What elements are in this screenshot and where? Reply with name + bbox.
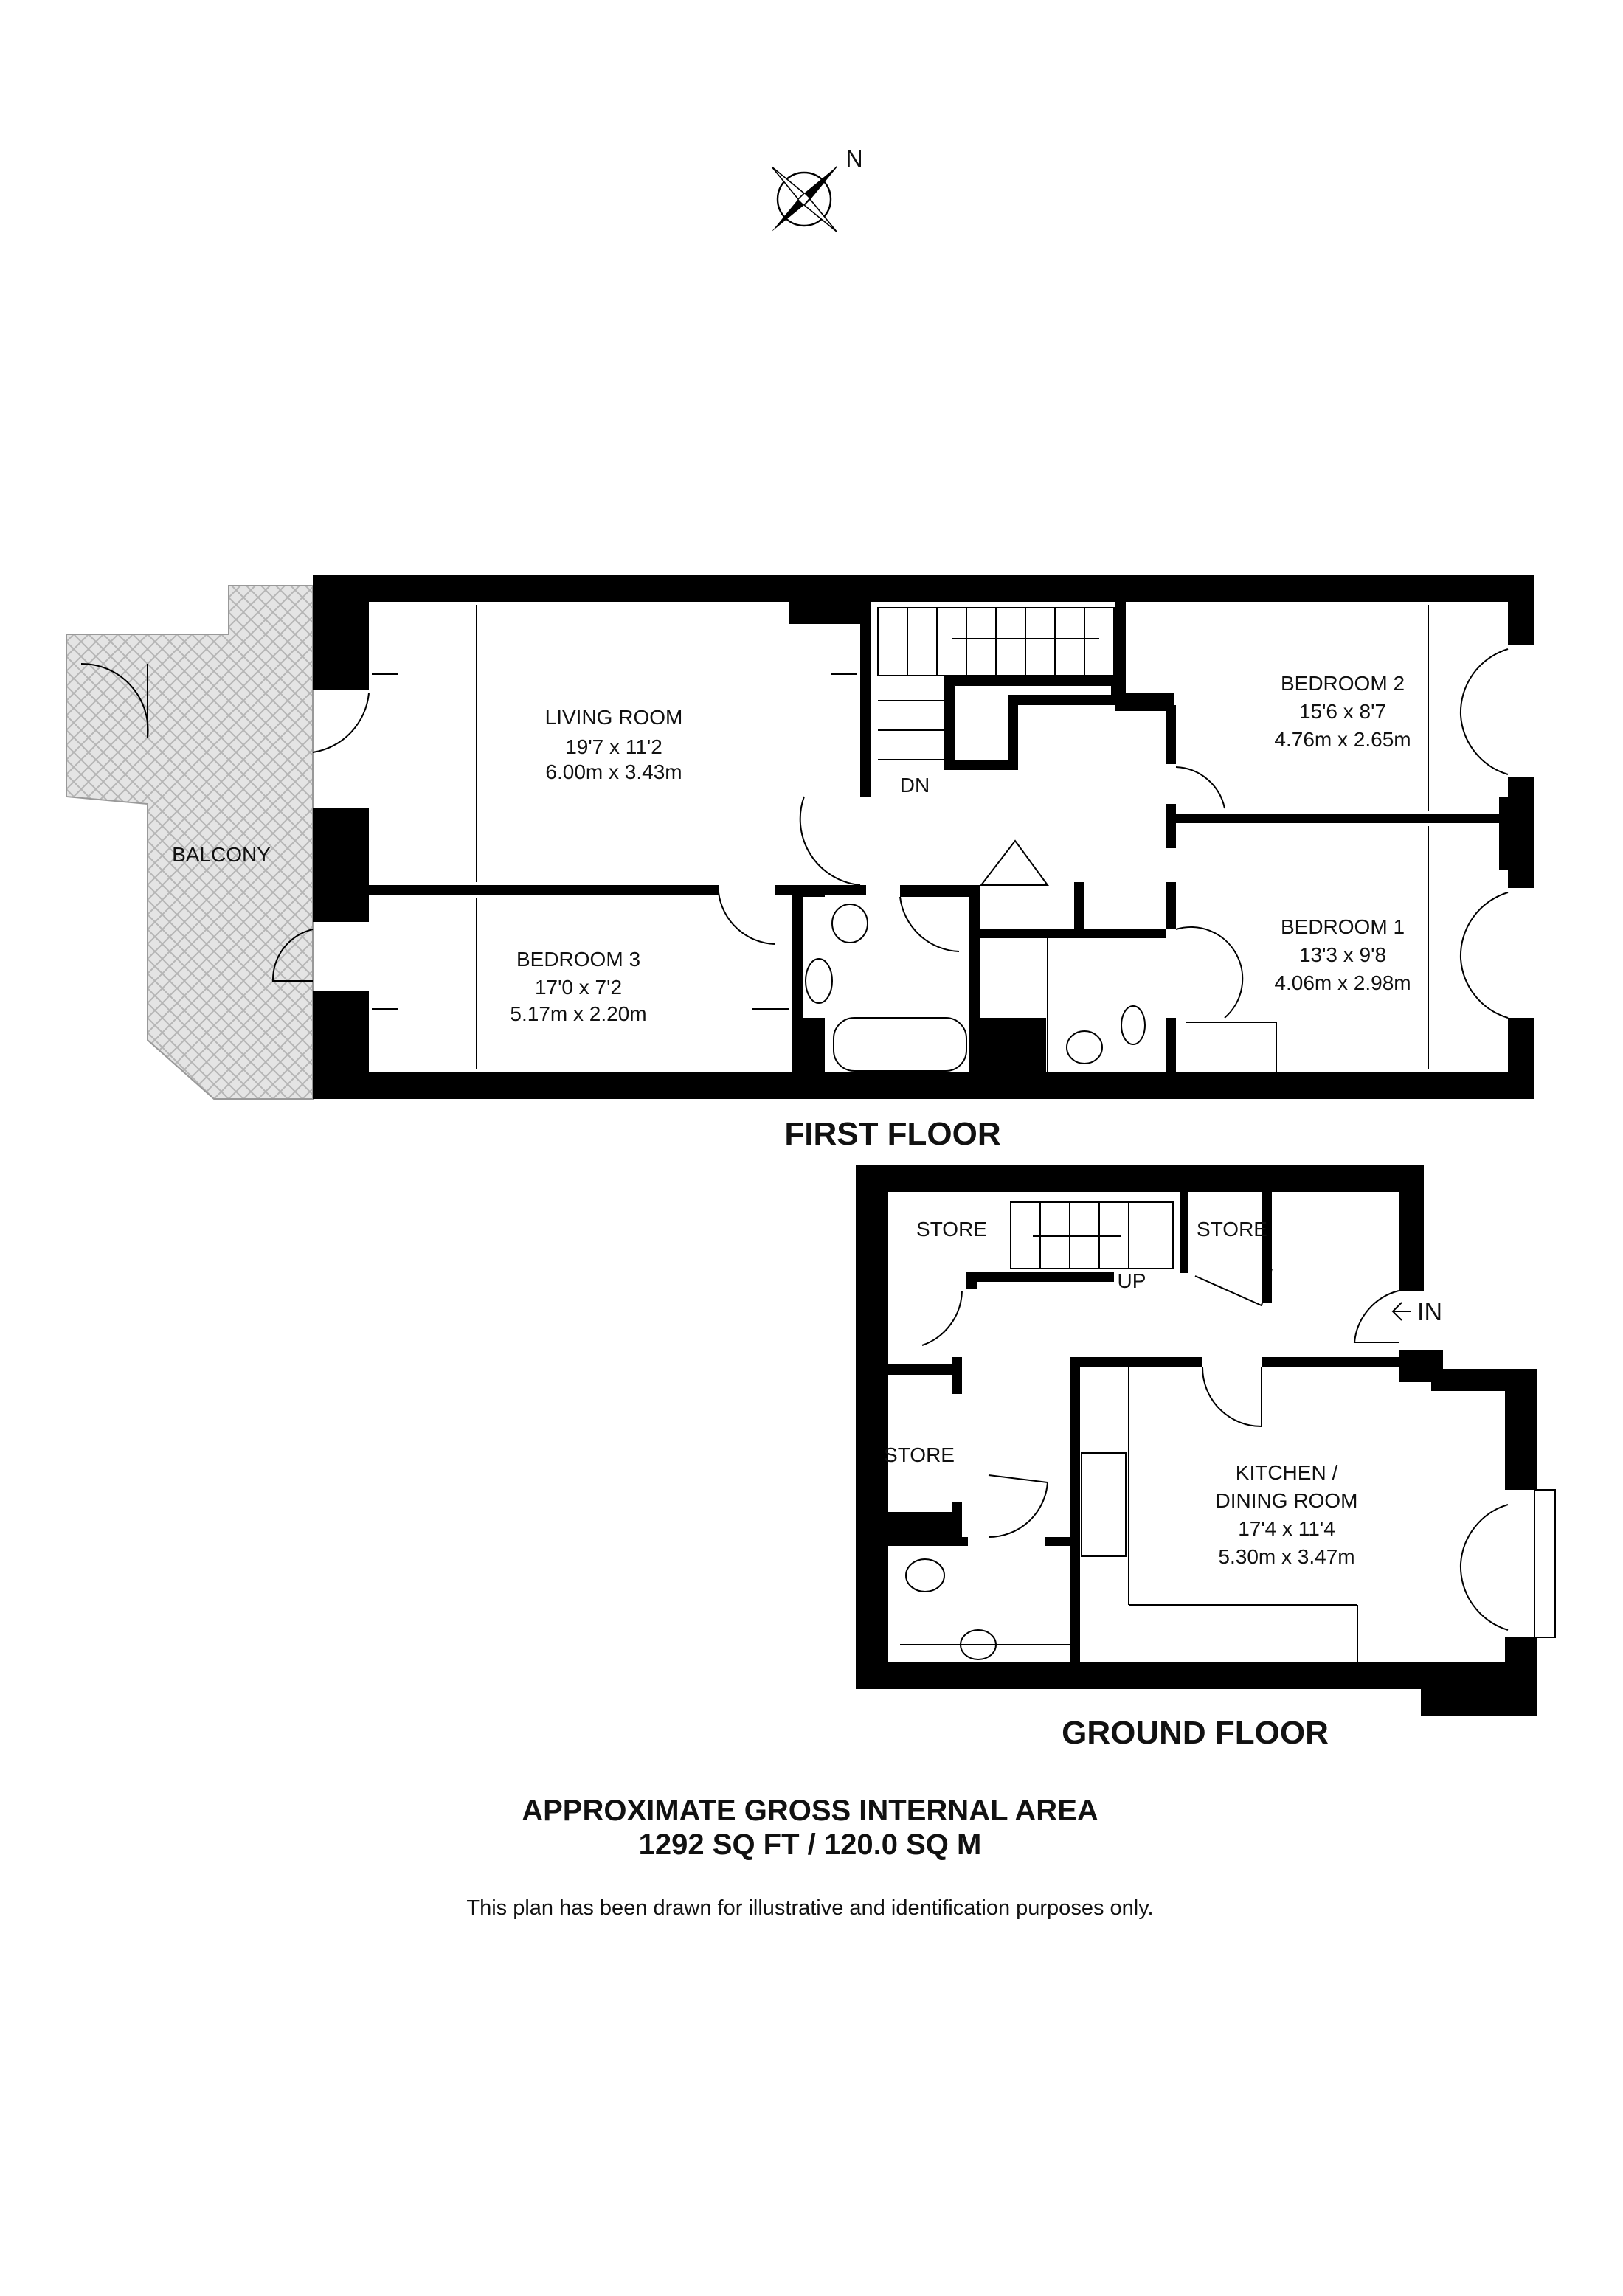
store-label: STORE: [884, 1443, 955, 1466]
area-value: 1292 SQ FT / 120.0 SQ M: [639, 1828, 982, 1861]
floor-title: GROUND FLOOR: [1062, 1715, 1329, 1751]
room-dimensions-imperial: 17'0 x 7'2: [535, 976, 622, 999]
stairs-label: DN: [900, 774, 930, 797]
room-name: BEDROOM 1: [1281, 915, 1405, 938]
north-label: N: [845, 145, 862, 172]
ground-floor-plan: STORE STORE STORE UP IN KITCHEN / DINING…: [856, 1165, 1556, 1751]
compass-rose-icon: N: [771, 145, 863, 232]
room-dimensions-metric: 4.06m x 2.98m: [1274, 971, 1411, 994]
room-name: LIVING ROOM: [545, 706, 683, 729]
room-dimensions-metric: 5.17m x 2.20m: [510, 1002, 646, 1025]
room-dimensions-metric: 4.76m x 2.65m: [1274, 728, 1411, 751]
store-label: STORE: [1197, 1218, 1267, 1241]
floor-title: FIRST FLOOR: [784, 1116, 1000, 1152]
fixtures: [80, 648, 1509, 1072]
room-name: DINING ROOM: [1216, 1489, 1358, 1512]
room-name: BEDROOM 2: [1281, 672, 1405, 695]
room-dimensions-imperial: 13'3 x 9'8: [1299, 943, 1386, 966]
room-name: BALCONY: [172, 843, 271, 866]
fixtures: [900, 1201, 1556, 1662]
disclaimer: This plan has been drawn for illustrativ…: [466, 1896, 1153, 1920]
dimension-arrows: [372, 605, 1429, 1069]
area-heading: APPROXIMATE GROSS INTERNAL AREA: [522, 1794, 1098, 1827]
balcony-area: [66, 585, 314, 1100]
room-name: BEDROOM 3: [516, 948, 640, 971]
store-label: STORE: [916, 1218, 987, 1241]
room-dimensions-metric: 6.00m x 3.43m: [545, 760, 682, 783]
room-dimensions-imperial: 19'7 x 11'2: [565, 735, 662, 758]
entrance-label: IN: [1417, 1298, 1442, 1326]
stairs-label: UP: [1118, 1269, 1146, 1292]
room-name: KITCHEN /: [1236, 1461, 1338, 1484]
entrance-arrow-icon: [1391, 1302, 1411, 1321]
first-floor-plan: LIVING ROOM 19'7 x 11'2 6.00m x 3.43m BE…: [66, 575, 1534, 1152]
room-dimensions-imperial: 15'6 x 8'7: [1299, 700, 1386, 723]
room-dimensions-metric: 5.30m x 3.47m: [1218, 1545, 1354, 1568]
staircase: [877, 607, 1115, 760]
room-dimensions-imperial: 17'4 x 11'4: [1238, 1517, 1335, 1540]
